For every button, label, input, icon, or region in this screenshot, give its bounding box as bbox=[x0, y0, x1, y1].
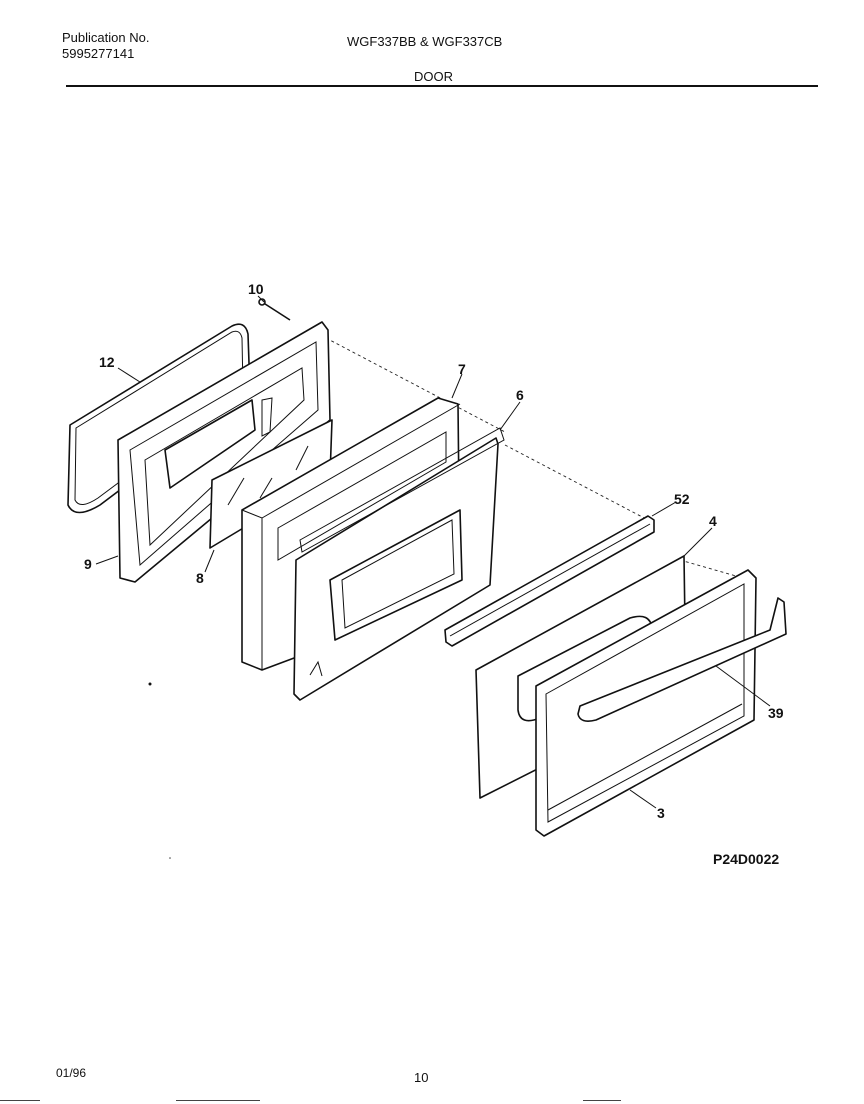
publication-label: Publication No. bbox=[62, 30, 150, 45]
callout-7: 7 bbox=[458, 361, 466, 377]
callout-8: 8 bbox=[196, 570, 204, 586]
speck bbox=[148, 682, 152, 686]
footer-date: 01/96 bbox=[56, 1066, 87, 1080]
callout-4: 4 bbox=[709, 513, 717, 529]
section-title: DOOR bbox=[414, 69, 453, 84]
part-39-handle bbox=[577, 597, 787, 722]
diagram-code: P24D0022 bbox=[713, 851, 780, 867]
callout-52: 52 bbox=[674, 491, 690, 507]
callout-3: 3 bbox=[657, 805, 665, 821]
callout-6: 6 bbox=[516, 387, 524, 403]
part-6-inner-frame bbox=[293, 427, 505, 701]
part-52-channel bbox=[444, 515, 655, 647]
callout-39: 39 bbox=[768, 705, 784, 721]
part-10-screw bbox=[258, 298, 291, 321]
part-9-inner-panel bbox=[117, 321, 331, 583]
callout-9: 9 bbox=[84, 556, 92, 572]
header-rule bbox=[66, 85, 818, 87]
page-number: 10 bbox=[414, 1070, 429, 1085]
edge-mark bbox=[176, 1100, 260, 1101]
publication-number: 5995277141 bbox=[62, 46, 135, 61]
alignment-line bbox=[325, 337, 506, 433]
callout-12: 12 bbox=[99, 354, 115, 370]
edge-mark bbox=[0, 1100, 40, 1101]
speck bbox=[169, 857, 171, 859]
model-numbers: WGF337BB & WGF337CB bbox=[347, 34, 503, 49]
callout-10: 10 bbox=[248, 281, 264, 297]
part-3-outer-frame bbox=[535, 569, 757, 837]
edge-mark bbox=[583, 1100, 621, 1101]
alignment-line bbox=[504, 444, 649, 521]
leader-lines bbox=[95, 295, 771, 809]
